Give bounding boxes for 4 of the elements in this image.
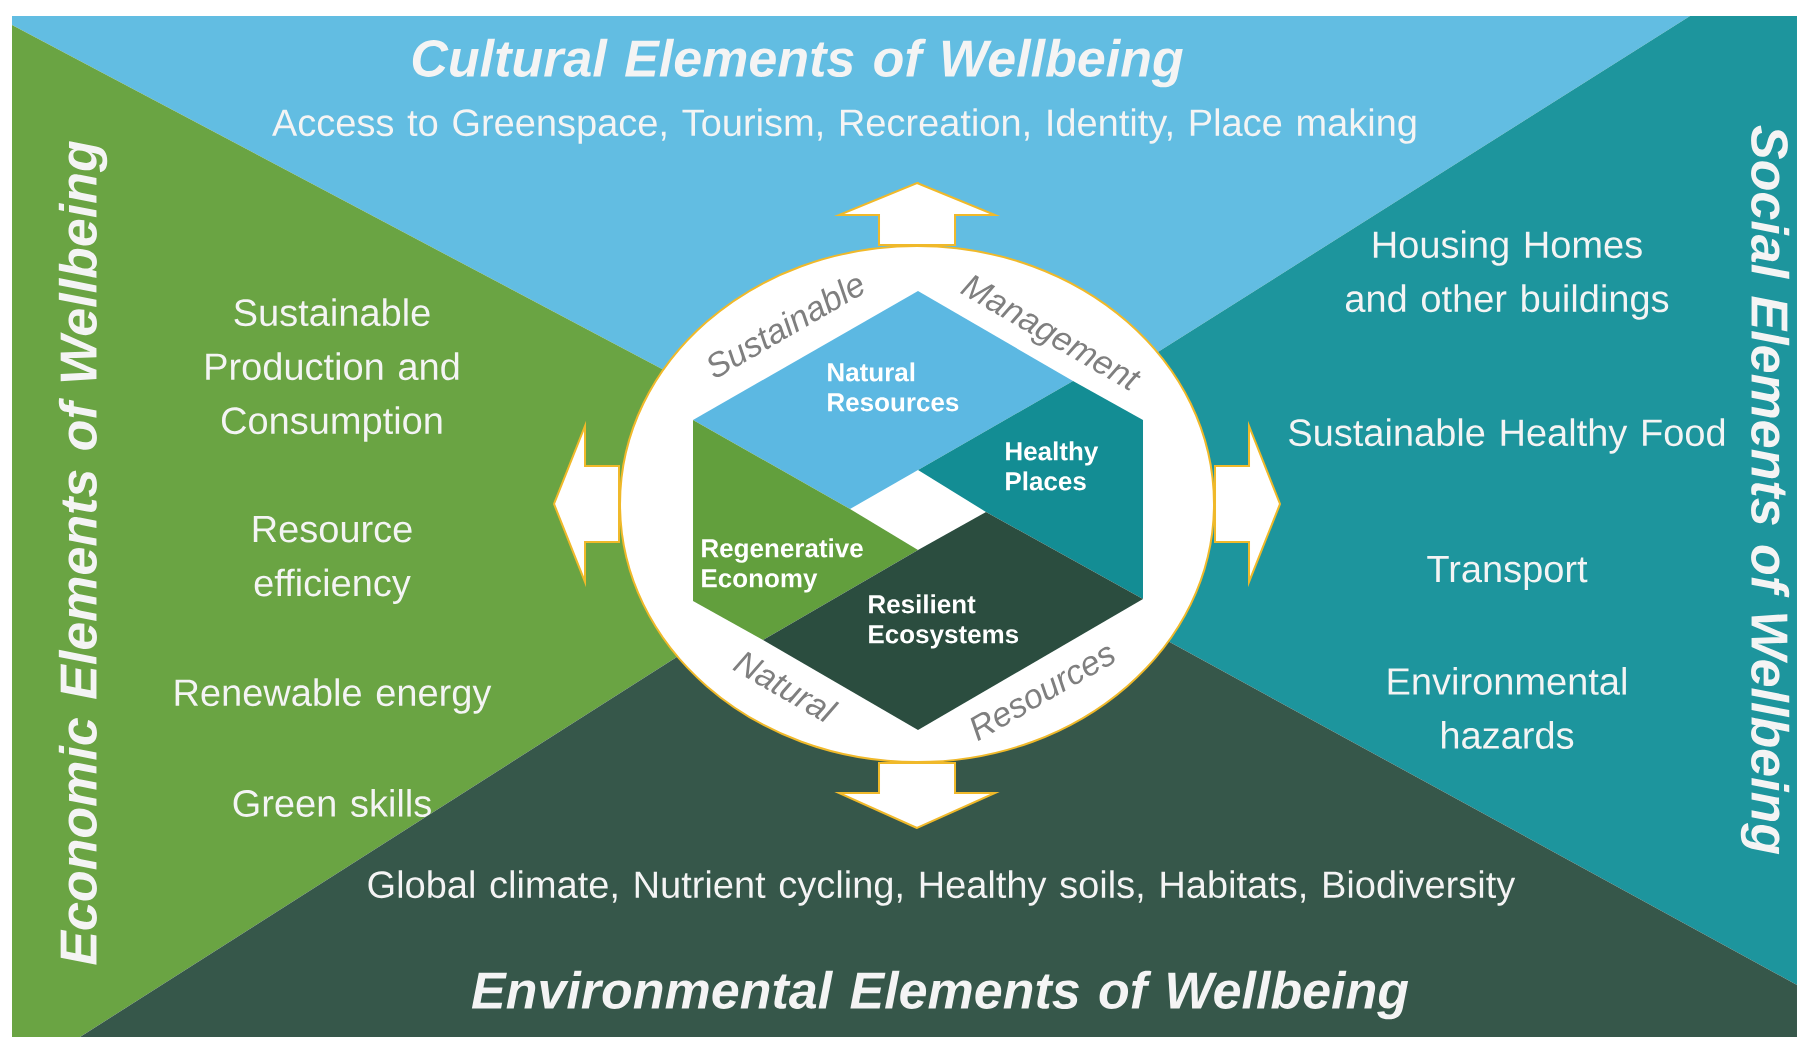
block-arrow: [833, 181, 1001, 246]
block-arrow: [1214, 420, 1282, 588]
block-arrow: [552, 420, 620, 588]
block-arrow: [834, 762, 1000, 830]
